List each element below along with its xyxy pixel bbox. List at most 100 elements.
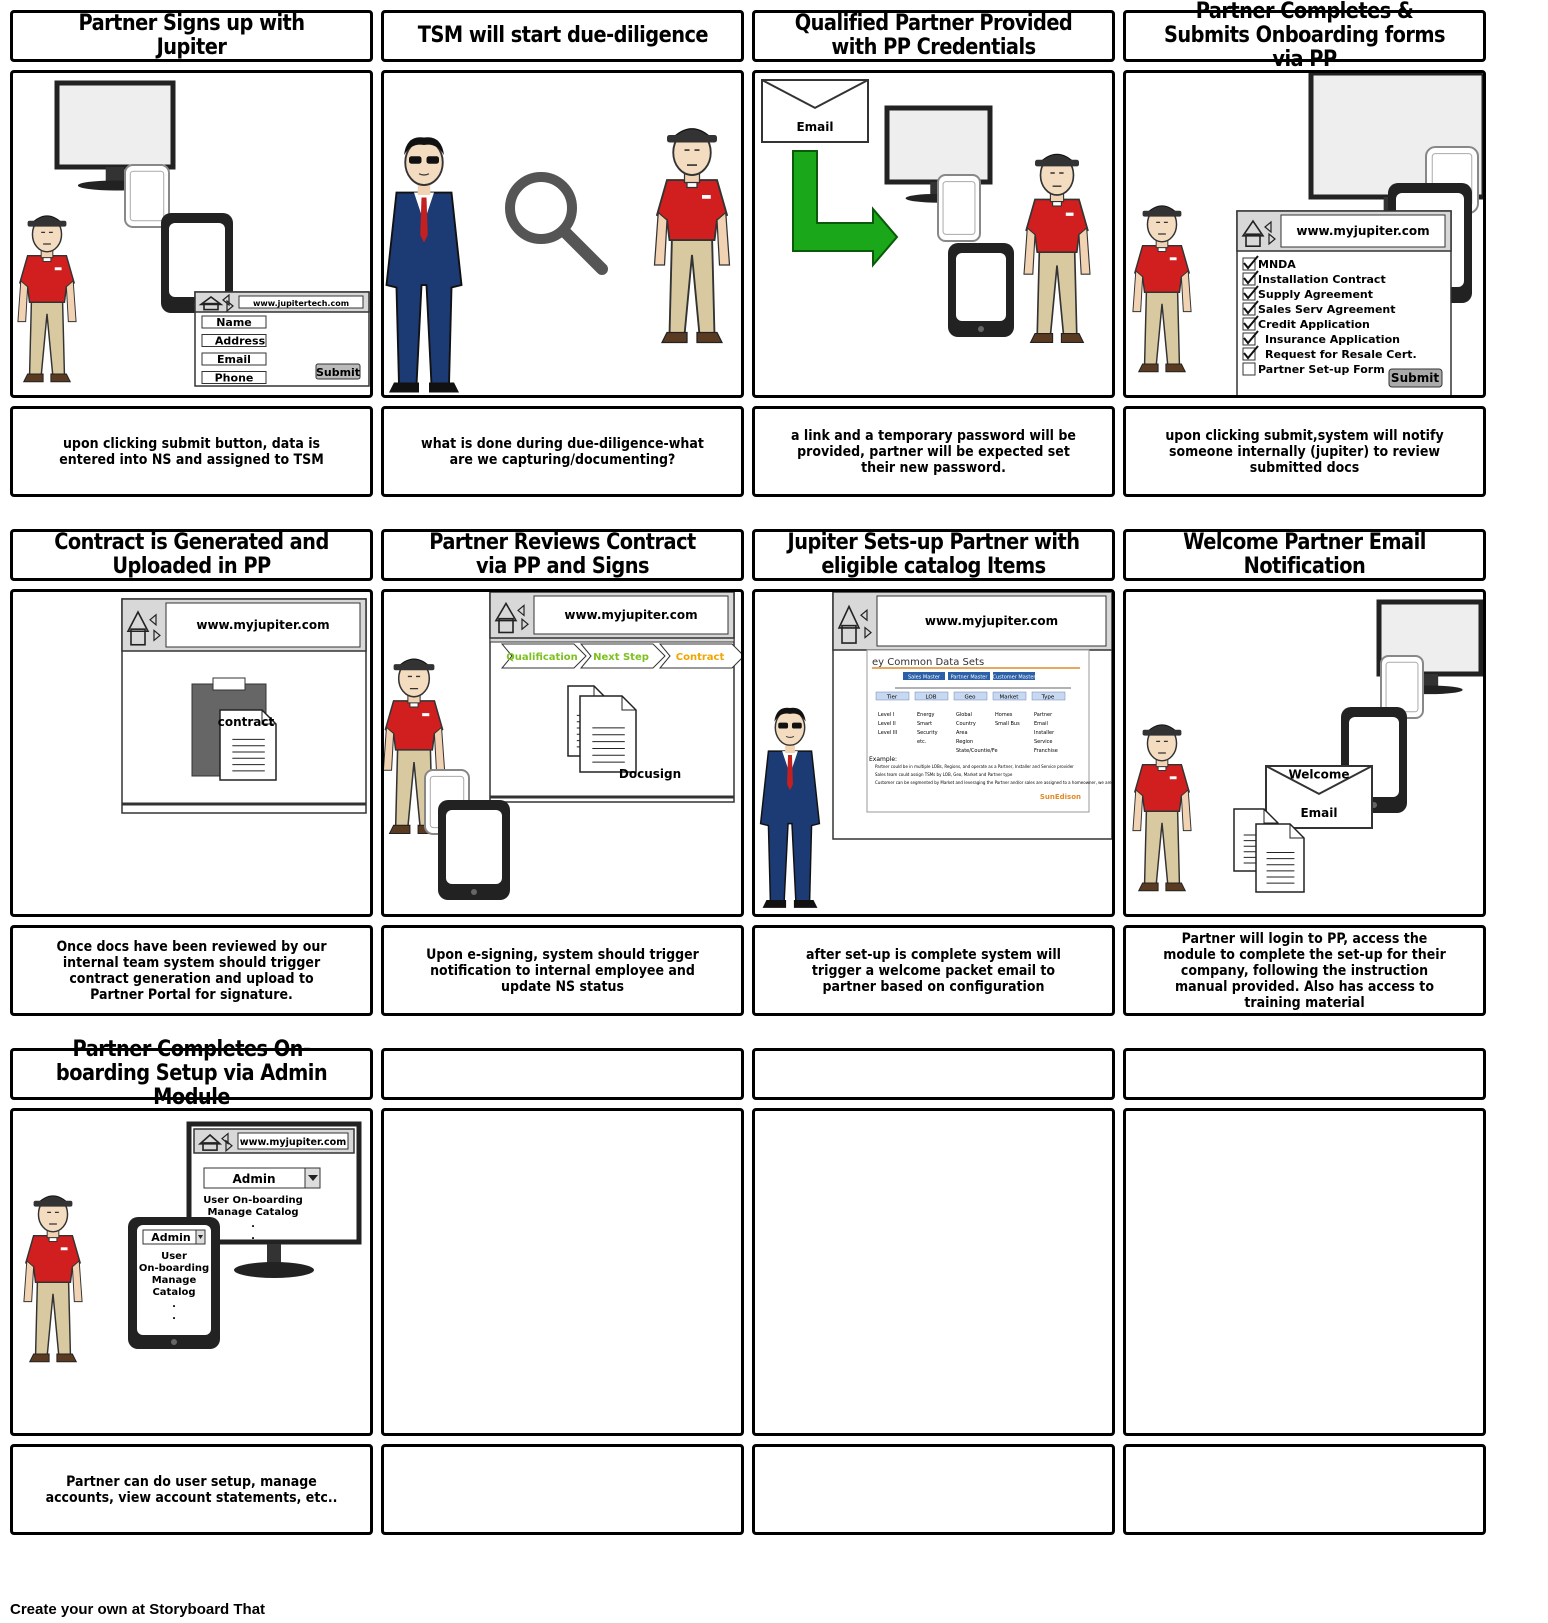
step-label: Next Step: [593, 652, 649, 663]
tsm-character: [385, 137, 463, 393]
home-nav-icon[interactable]: [126, 610, 161, 646]
slide-bullet: Customer can be segmented by Market and …: [875, 780, 1112, 785]
magnifying-glass-icon: [505, 172, 608, 275]
submit-button[interactable]: Submit: [1388, 368, 1443, 388]
checklist-label: Request for Resale Cert.: [1265, 348, 1417, 361]
checklist-item[interactable]: Credit Application: [1242, 315, 1370, 331]
url-bar: www.myjupiter.com: [564, 608, 697, 622]
menu-item: User: [161, 1251, 187, 1262]
panel-title-text: Jupiter Sets-up Partner with eligible ca…: [787, 530, 1080, 579]
tablet-icon: [161, 213, 233, 313]
process-step[interactable]: Qualification: [500, 643, 587, 669]
footer-text[interactable]: Create your own at Storyboard That: [10, 1601, 266, 1618]
slide-item: Franchise: [1034, 748, 1058, 754]
submit-label: Submit: [1391, 371, 1439, 385]
panel-title-text: Partner Completes & Submits Onboarding f…: [1163, 0, 1446, 72]
slide-item: Installer: [1034, 730, 1055, 736]
panel-title: Welcome Partner Email Notification: [1123, 529, 1486, 581]
submit-button[interactable]: Submit: [315, 363, 361, 380]
slide-column: Market: [1000, 695, 1020, 701]
admin-select[interactable]: Admin: [142, 1229, 206, 1245]
panel-title: TSM will start due-diligence: [381, 10, 744, 62]
field-label: Address: [215, 335, 266, 348]
checklist-item[interactable]: Sales Serv Agreement: [1242, 300, 1396, 316]
chevron-down-icon: [308, 1175, 318, 1181]
tsm-character: [759, 707, 821, 908]
panel-caption: upon clicking submit button, data is ent…: [10, 406, 373, 497]
partner-character: [1132, 205, 1192, 373]
url-bar: www.myjupiter.com: [240, 1137, 347, 1148]
tablet-icon: [438, 800, 510, 900]
submit-label: Submit: [316, 366, 360, 379]
form-field[interactable]: Email: [201, 352, 267, 366]
checklist-item[interactable]: Insurance Application: [1242, 330, 1400, 346]
field-label: Phone: [215, 372, 254, 385]
slide-column: Geo: [964, 695, 976, 701]
slide-column: Tier: [886, 695, 898, 701]
checklist-label: MNDA: [1258, 258, 1296, 271]
field-label: Email: [217, 353, 251, 366]
slide-logo: SunEdison: [1040, 793, 1081, 801]
form-field[interactable]: Address: [201, 334, 267, 348]
checklist-label: Insurance Application: [1265, 333, 1400, 346]
slide-item: Smart: [917, 721, 932, 727]
field-label: Name: [216, 316, 252, 329]
document-icon: [1255, 823, 1305, 893]
checklist-item[interactable]: Request for Resale Cert.: [1242, 345, 1417, 361]
panel-caption: [381, 1444, 744, 1535]
home-nav-icon[interactable]: [837, 604, 872, 644]
slide-item: Level II: [878, 721, 896, 727]
partner-character: [653, 128, 731, 344]
slide-column: LOB: [926, 695, 937, 701]
slide-title: ey Common Data Sets: [872, 657, 984, 668]
process-step[interactable]: Next Step: [579, 643, 666, 669]
slide-item: Area: [956, 730, 968, 736]
home-nav-icon[interactable]: [198, 293, 234, 313]
document-icon: [579, 695, 637, 773]
url-bar: www.myjupiter.com: [1296, 224, 1429, 238]
process-step[interactable]: Contract: [658, 643, 741, 669]
checklist-label: Sales Serv Agreement: [1258, 303, 1396, 316]
home-nav-icon[interactable]: [1241, 219, 1276, 247]
panel-caption: a link and a temporary password will be …: [752, 406, 1115, 497]
slide-bullet: Partner could be in multiple LOBs, Regio…: [875, 764, 1074, 769]
slide-item: Small Bus: [995, 721, 1020, 727]
checklist-item[interactable]: Supply Agreement: [1242, 285, 1373, 301]
slide-item: Level I: [878, 712, 894, 718]
monitor-icon: [54, 80, 176, 191]
panel-caption: what is done during due-diligence-what a…: [381, 406, 744, 497]
menu-item: Manage: [152, 1275, 197, 1286]
tablet-icon: [948, 243, 1014, 337]
checklist-item[interactable]: MNDA: [1242, 255, 1296, 271]
form-field[interactable]: Phone: [201, 371, 267, 385]
home-nav-icon[interactable]: [494, 601, 529, 634]
slide-item: Country: [956, 721, 976, 727]
phone-icon: [937, 174, 981, 242]
menu-item: Catalog: [152, 1287, 195, 1298]
admin-select[interactable]: Admin: [203, 1167, 321, 1189]
envelope-label: Email: [1300, 806, 1337, 820]
slide-item: Global: [956, 712, 972, 718]
partner-character: [17, 215, 77, 383]
phone-icon: [124, 164, 170, 228]
menu-item: .: [251, 1219, 255, 1230]
menu-item: .: [172, 1311, 176, 1322]
checklist-item[interactable]: Installation Contract: [1242, 270, 1386, 286]
slide-item: State/Countie/Fe: [956, 748, 998, 754]
slide-item: Security: [917, 730, 938, 736]
select-value: Admin: [232, 1172, 275, 1186]
checklist-item[interactable]: Partner Set-up Form: [1242, 362, 1385, 376]
form-field[interactable]: Name: [201, 315, 267, 329]
panel-caption-text: a link and a temporary password will be …: [791, 427, 1076, 476]
menu-item: .: [172, 1299, 176, 1310]
home-nav-icon[interactable]: [197, 1132, 233, 1153]
panel-caption-text: what is done during due-diligence-what a…: [421, 435, 704, 468]
panel-caption: [752, 1444, 1115, 1535]
phone-icon: [1380, 655, 1424, 719]
